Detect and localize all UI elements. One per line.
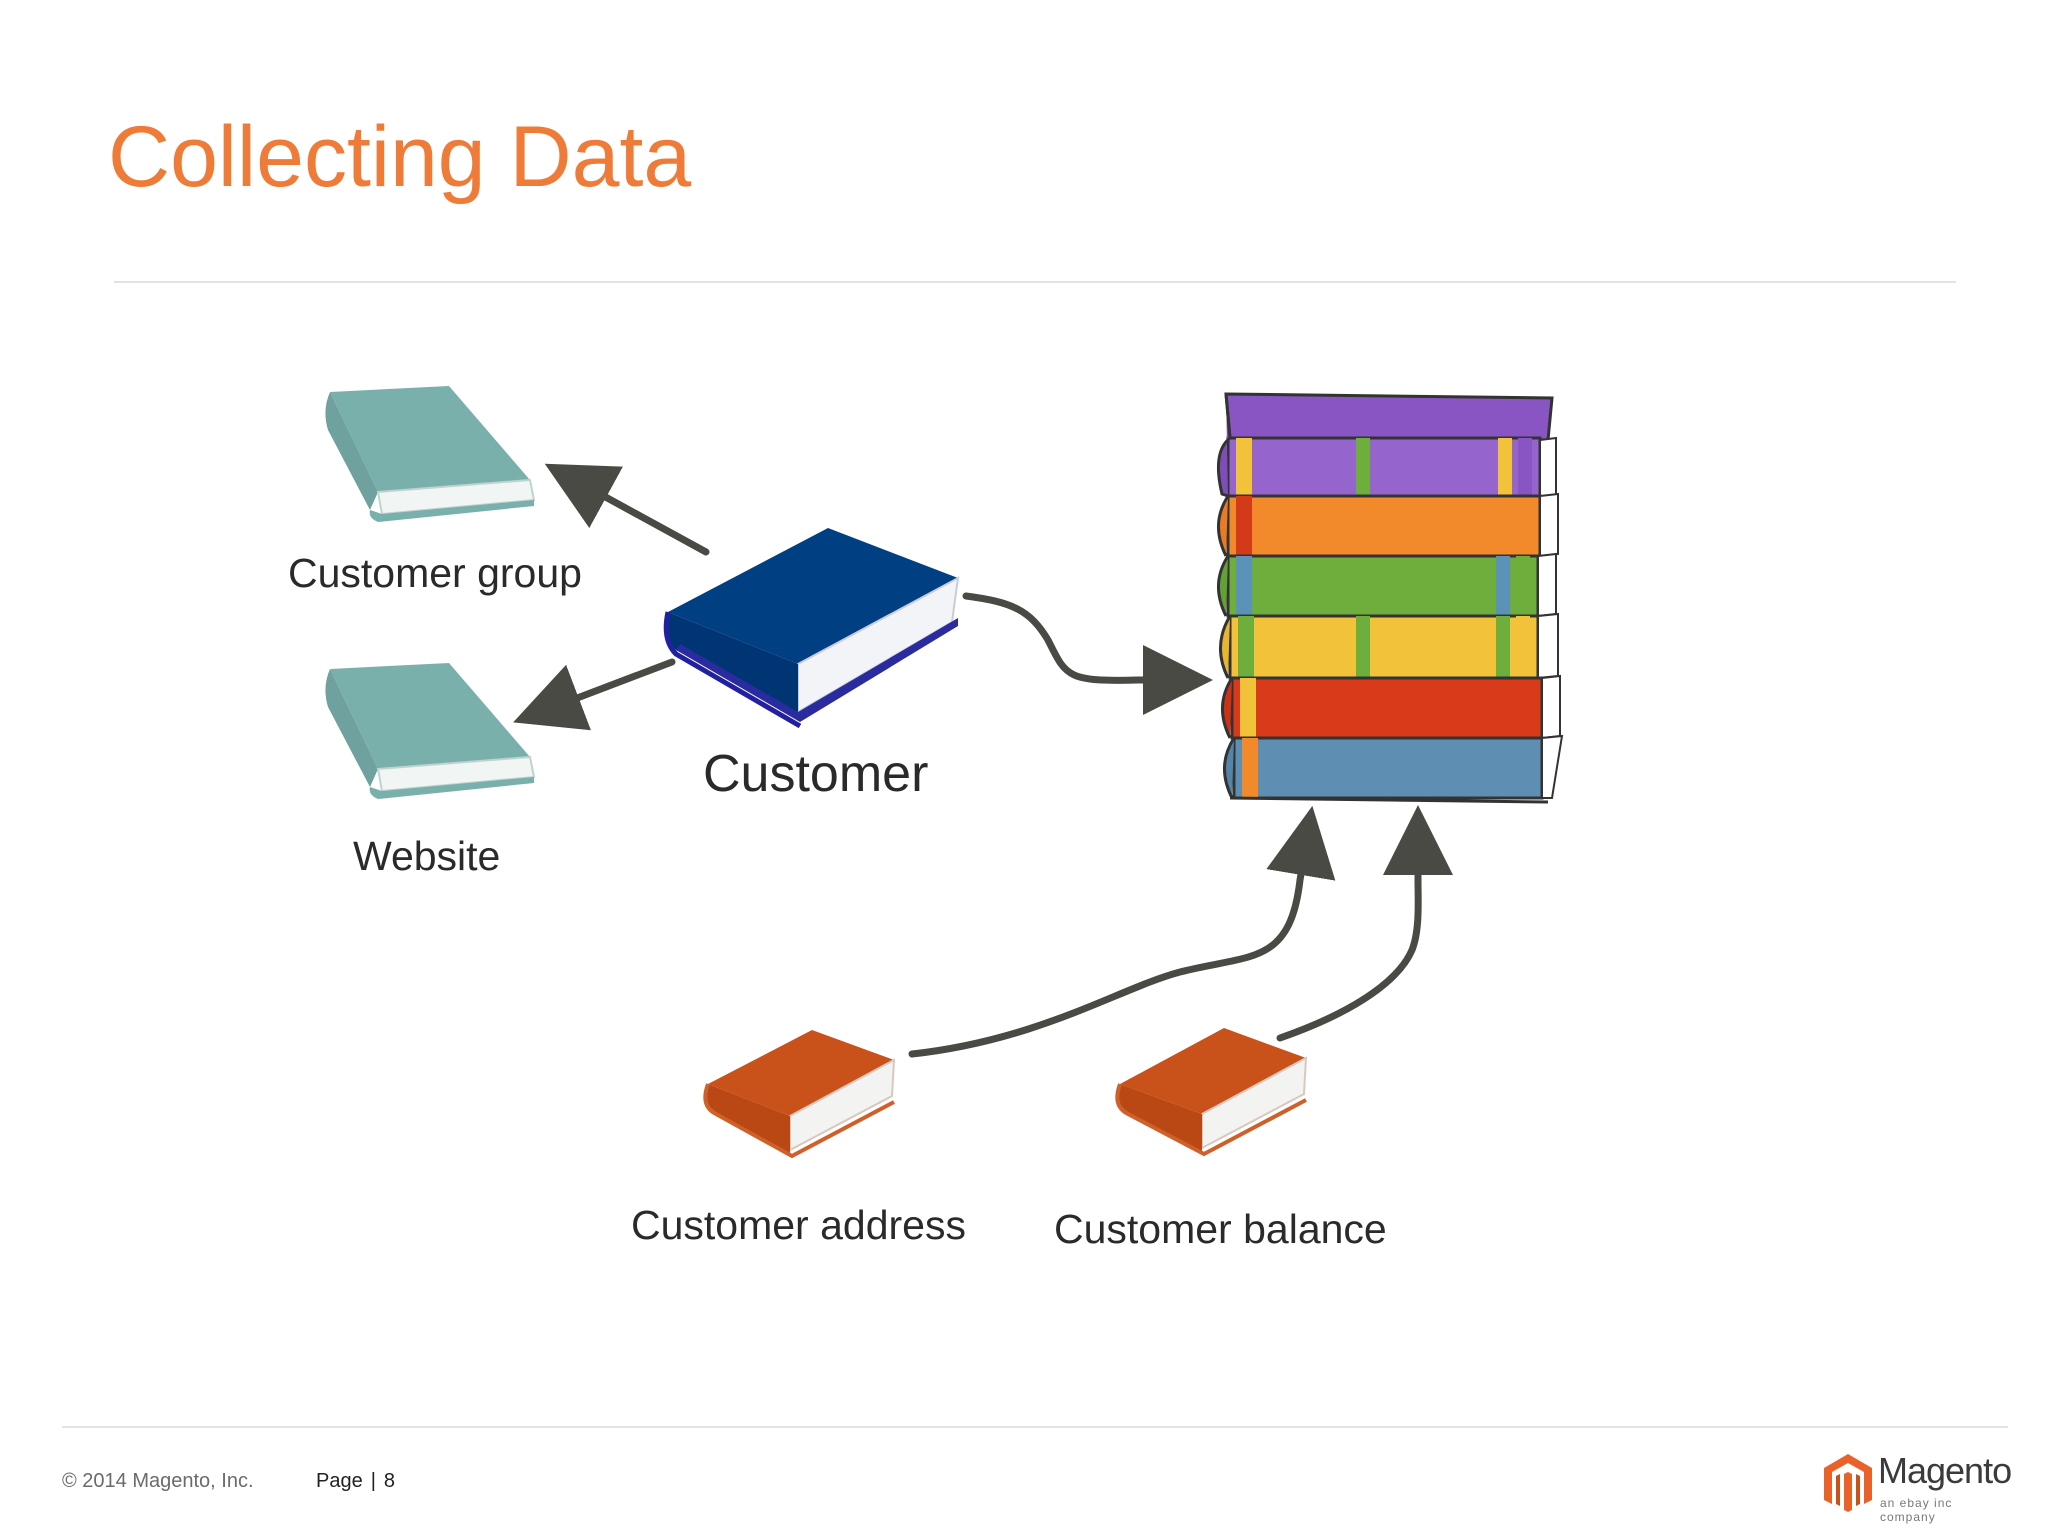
- magento-logo-icon: [1824, 1454, 1872, 1512]
- website-book-icon: [325, 663, 536, 799]
- arrows: [513, 463, 1453, 1058]
- arrow-customer-to-stack: [962, 592, 1213, 715]
- page-label: Page: [316, 1470, 363, 1492]
- book-stack-icon: [1216, 392, 1564, 804]
- label-website: Website: [353, 833, 501, 879]
- footer-copyright: © 2014 Magento, Inc.: [62, 1470, 254, 1492]
- footer-page: Page | 8: [316, 1470, 395, 1493]
- page-number: 8: [383, 1470, 396, 1492]
- footer-divider: [62, 1426, 2008, 1428]
- label-customer-address: Customer address: [631, 1202, 966, 1248]
- logo-wordmark: Magento: [1878, 1450, 2012, 1491]
- label-customer-group: Customer group: [288, 550, 582, 596]
- arrow-address-to-stack: [908, 805, 1336, 1058]
- page-separator: |: [370, 1470, 376, 1492]
- customer-group-book-icon: [325, 386, 536, 522]
- label-customer-balance: Customer balance: [1054, 1206, 1387, 1252]
- arrow-balance-to-stack: [1276, 805, 1453, 1042]
- title-divider: [114, 281, 1956, 283]
- customer-address-book-icon: [703, 1030, 896, 1159]
- slide-title: Collecting Data: [108, 109, 692, 205]
- customer-balance-book-icon: [1115, 1028, 1308, 1157]
- magento-logo: Magento an ebay inc company: [1822, 1450, 2012, 1524]
- arrow-customer-to-group: [544, 463, 710, 556]
- customer-book-icon: [663, 528, 960, 729]
- logo-tagline: an ebay inc company: [1880, 1496, 1953, 1524]
- arrow-customer-to-website: [513, 658, 676, 731]
- label-customer: Customer: [703, 745, 929, 803]
